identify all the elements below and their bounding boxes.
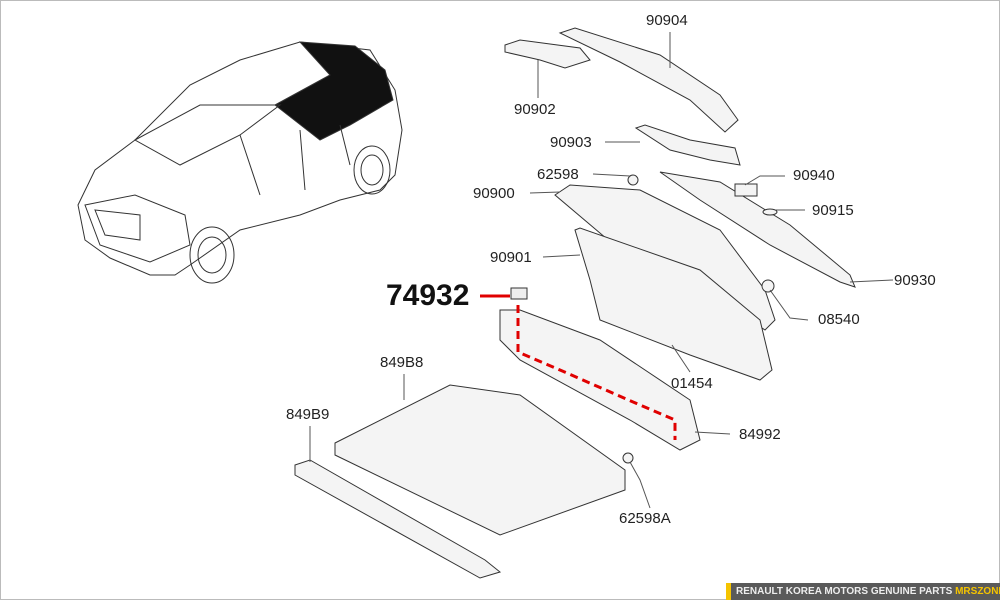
label-90930[interactable]: 90930 — [894, 272, 936, 289]
car-illustration — [77, 41, 403, 284]
label-90903[interactable]: 90903 — [550, 134, 592, 151]
label-74932-highlighted[interactable]: 74932 — [386, 279, 470, 312]
label-90901[interactable]: 90901 — [490, 249, 532, 266]
label-849B8[interactable]: 849B8 — [380, 354, 424, 371]
label-90900[interactable]: 90900 — [473, 185, 515, 202]
label-01454[interactable]: 01454 — [671, 375, 713, 392]
label-90940[interactable]: 90940 — [793, 167, 835, 184]
leader-lines — [309, 32, 894, 509]
footer-text: RENAULT KOREA MOTORS GENUINE PARTS — [736, 586, 953, 597]
trim-parts — [294, 27, 856, 579]
footer-watermark: RENAULT KOREA MOTORS GENUINE PARTS MRSZO… — [726, 583, 1000, 600]
highlight-dashes — [480, 287, 677, 440]
label-90915[interactable]: 90915 — [812, 202, 854, 219]
label-08540[interactable]: 08540 — [818, 311, 860, 328]
label-62598A[interactable]: 62598A — [619, 510, 671, 527]
label-84992[interactable]: 84992 — [739, 426, 781, 443]
label-90902[interactable]: 90902 — [514, 101, 556, 118]
footer-brand: MRSZONE — [955, 586, 1000, 597]
label-849B9[interactable]: 849B9 — [286, 406, 330, 423]
label-62598[interactable]: 62598 — [537, 166, 579, 183]
label-90904[interactable]: 90904 — [646, 12, 688, 29]
